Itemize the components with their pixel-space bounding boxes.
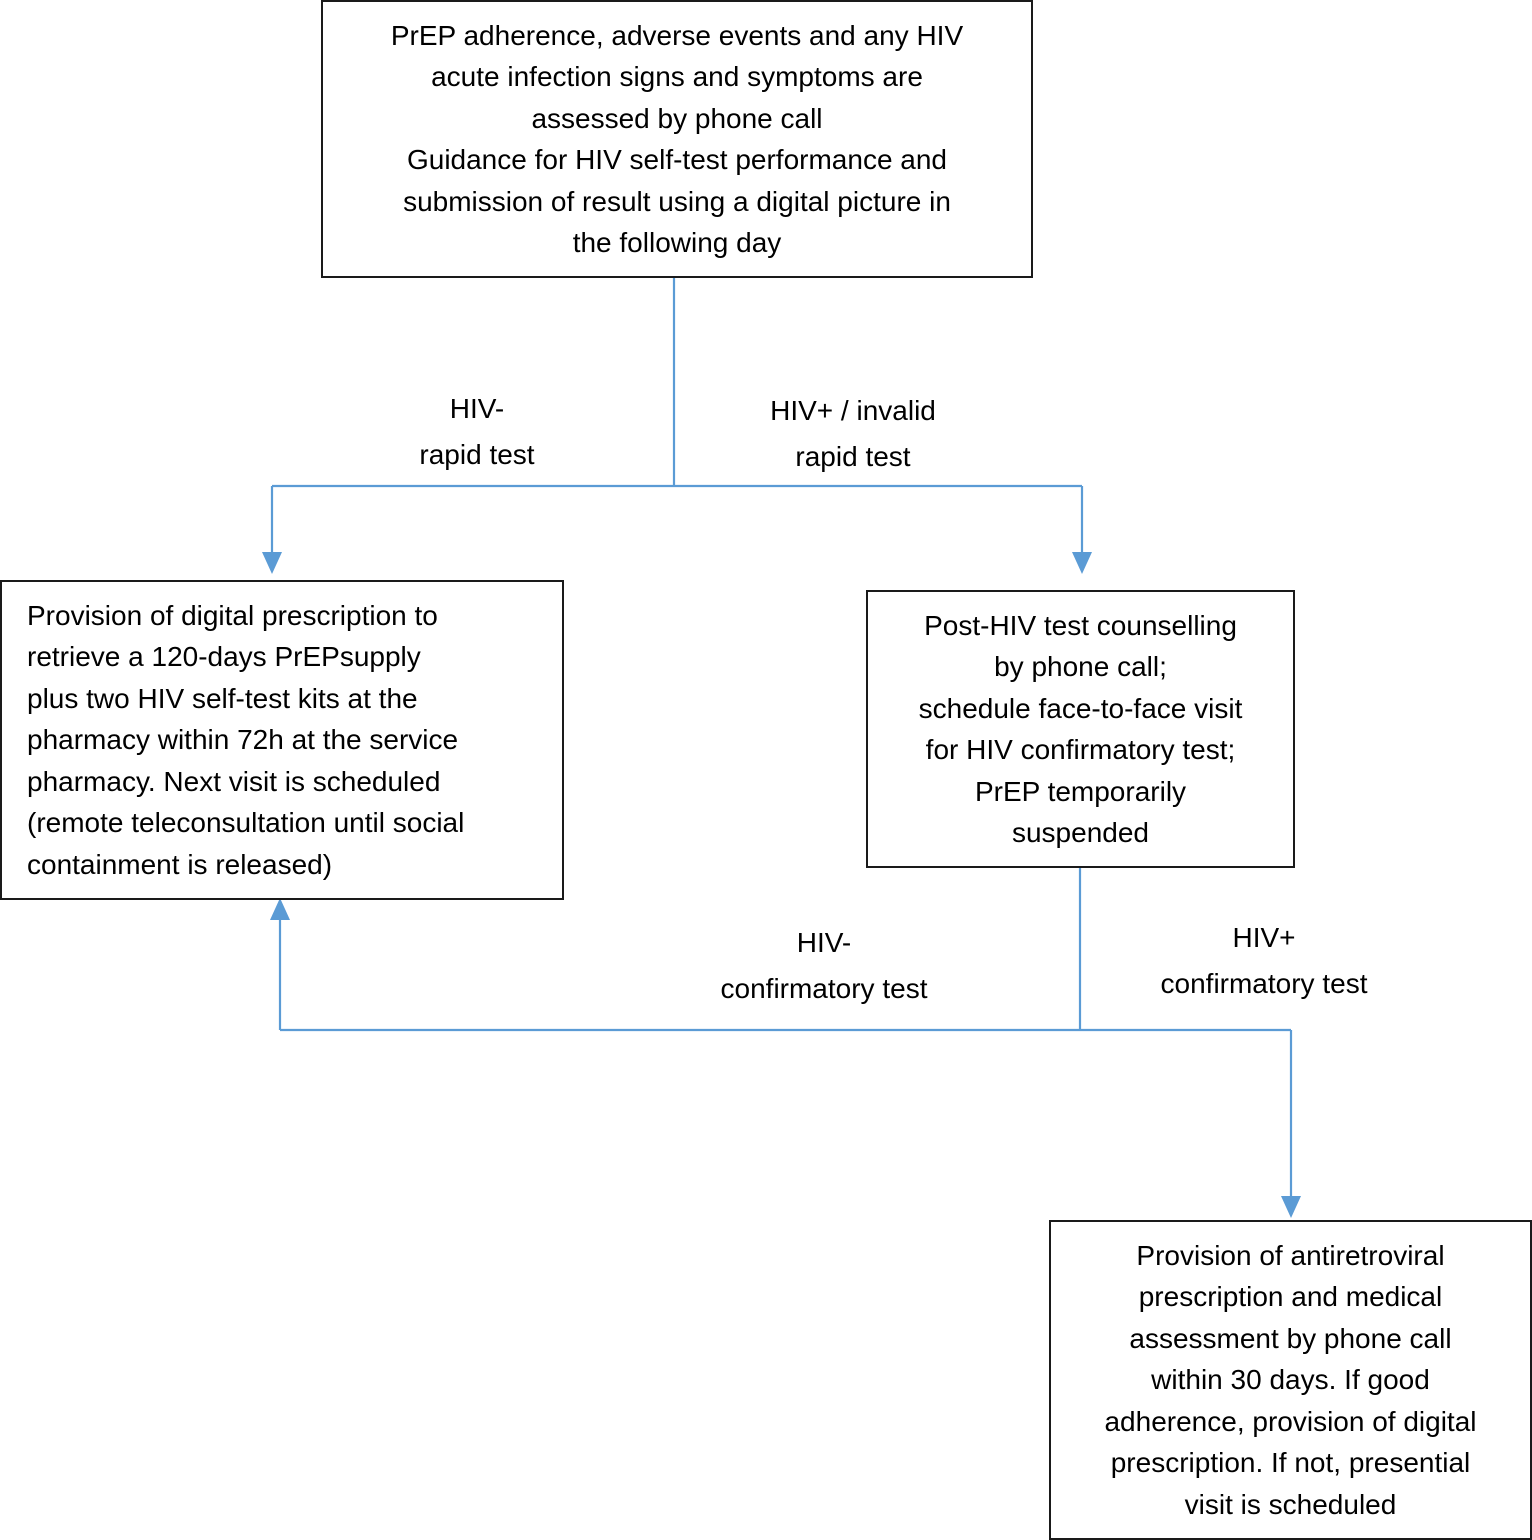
prescription-box: Provision of digital prescription to ret… [0,580,564,900]
label-hiv-positive-invalid-rapid-test: HIV+ / invalid rapid test [770,395,936,472]
label-hiv-negative-rapid-test: HIV- rapid test [419,393,535,470]
antiretroviral-box: Provision of antiretroviral prescription… [1049,1220,1532,1540]
counselling-text: Post-HIV test counselling by phone call;… [918,609,1243,849]
label-hiv-negative-confirmatory-test: HIV- confirmatory test [720,927,928,1004]
arrowhead-to-counselling [1072,552,1092,574]
prescription-text: Provision of digital prescription to ret… [27,599,465,880]
assessment-box: PrEP adherence, adverse events and any H… [321,0,1033,278]
arrowhead-to-antiretroviral [1281,1196,1301,1218]
arrowhead-to-prescription [262,552,282,574]
label-hiv-positive-confirmatory-test: HIV+ confirmatory test [1160,922,1368,999]
counselling-box: Post-HIV test counselling by phone call;… [866,590,1295,868]
arrowhead-up-to-prescription [270,898,290,920]
assessment-text: PrEP adherence, adverse events and any H… [390,19,964,259]
antiretroviral-text: Provision of antiretroviral prescription… [1104,1239,1477,1520]
